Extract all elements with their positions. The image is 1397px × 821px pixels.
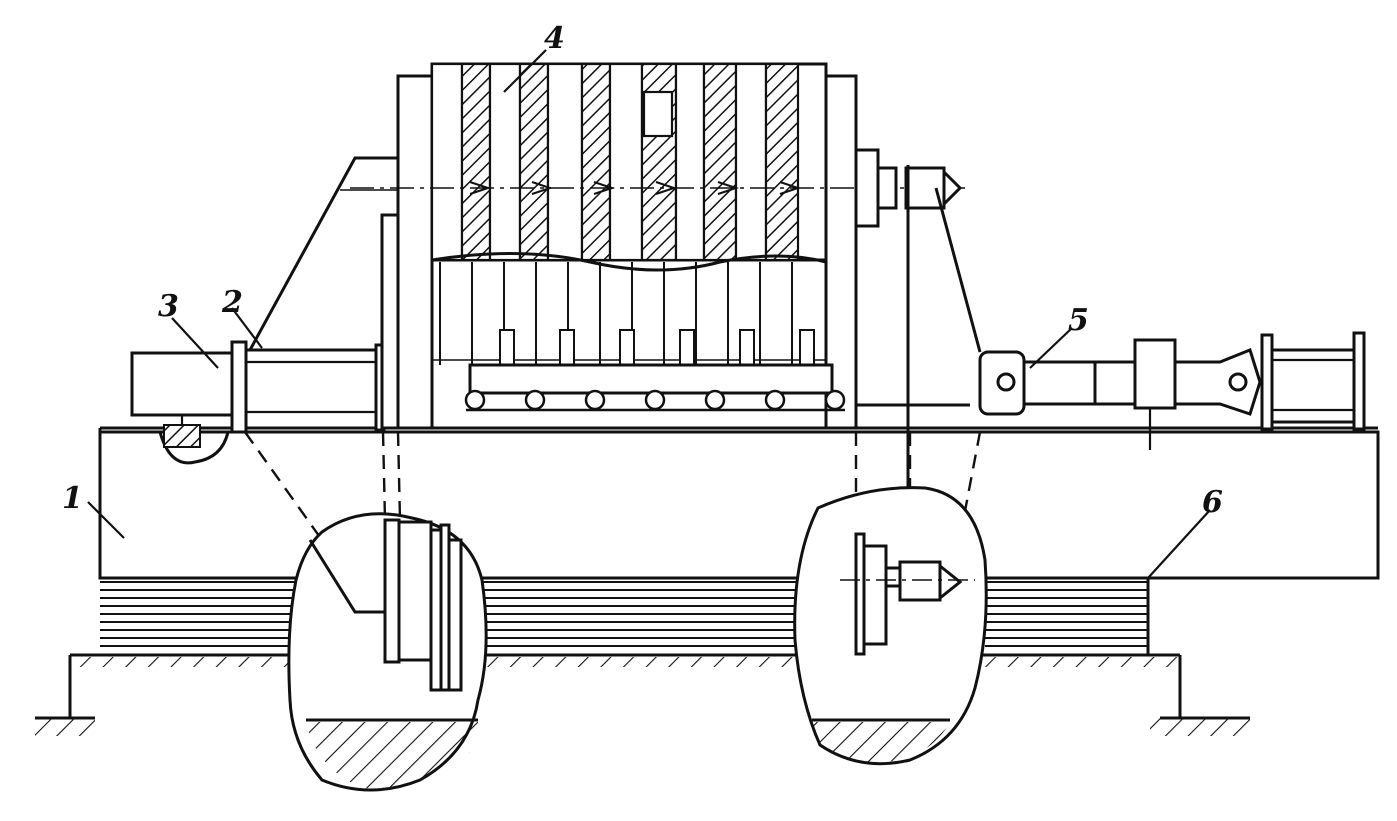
- callout-2: 2: [221, 285, 243, 320]
- plate-foot: [799, 329, 815, 366]
- plate-pack: [350, 62, 965, 430]
- hatched-plate: [702, 62, 738, 262]
- hatched-plate: [460, 62, 492, 262]
- callout-4: 4: [544, 21, 565, 56]
- plate-window: [642, 90, 674, 138]
- callout-5: 5: [1068, 303, 1089, 338]
- right-linkage: [856, 165, 1366, 540]
- motor-unit: [130, 351, 236, 448]
- plate: [734, 62, 768, 262]
- callout-6: 6: [1202, 485, 1223, 520]
- roller: [704, 389, 726, 411]
- plate-foot: [499, 329, 515, 366]
- plate: [546, 62, 584, 262]
- foundation: [35, 653, 1250, 736]
- callout-3: 3: [158, 289, 179, 324]
- spring-packs: [100, 581, 1148, 647]
- plate: [488, 62, 522, 262]
- plate-foot: [559, 329, 575, 366]
- plate-foot: [679, 329, 695, 366]
- left-cylinder: [230, 156, 420, 434]
- plate: [608, 62, 644, 262]
- callout-labels: 1 2 3 4 5 6: [62, 21, 1223, 520]
- roller: [584, 389, 606, 411]
- leader-lines: [87, 49, 1211, 579]
- plate: [430, 62, 464, 262]
- roller: [524, 389, 546, 411]
- roller: [824, 389, 846, 411]
- callout-1: 1: [62, 481, 83, 516]
- plate-foot: [619, 329, 635, 366]
- plate-foot: [739, 329, 755, 366]
- hatched-plate: [580, 62, 612, 262]
- plate-notch: [717, 181, 740, 195]
- roller: [464, 389, 486, 411]
- detail-cutout-left: [287, 512, 488, 792]
- hatched-plate: [764, 62, 800, 262]
- hatched-plate: [518, 62, 550, 262]
- detail-cutout-right: [793, 486, 988, 766]
- roller: [644, 389, 666, 411]
- plate: [674, 62, 706, 262]
- roller: [764, 389, 786, 411]
